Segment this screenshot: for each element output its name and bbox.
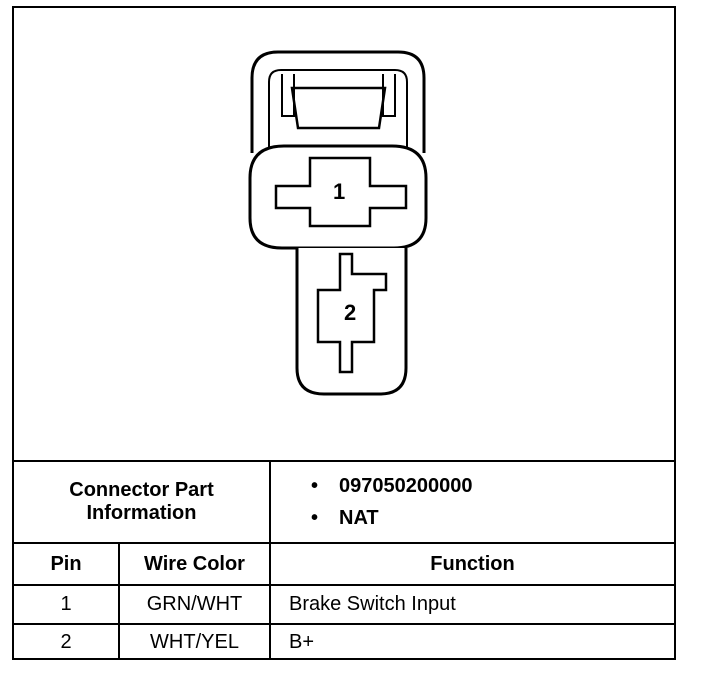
pin-1-cavity xyxy=(274,156,408,228)
row-2-function: B+ xyxy=(269,623,674,660)
connector-info-table: Connector Part Information • 097050200000… xyxy=(14,460,674,660)
connector-latch xyxy=(250,50,426,153)
header-wire-color: Wire Color xyxy=(118,542,271,586)
connector-diagram: 1 2 xyxy=(14,8,674,460)
table-row: 1 GRN/WHT Brake Switch Input xyxy=(14,584,674,625)
part-info-label-line2: Information xyxy=(86,502,197,524)
part-info-label-line1: Connector Part xyxy=(69,479,214,501)
part-number-item: • 097050200000 xyxy=(311,470,674,502)
row-1-wire-color: GRN/WHT xyxy=(118,584,271,625)
latch-tab xyxy=(281,74,396,117)
latch-lock xyxy=(290,86,387,130)
connector-color: NAT xyxy=(339,507,379,529)
bullet-icon: • xyxy=(311,475,319,497)
row-2-wire-color: WHT/YEL xyxy=(118,623,271,660)
row-2-pin: 2 xyxy=(14,623,120,660)
part-number: 097050200000 xyxy=(339,475,473,497)
row-1-pin: 1 xyxy=(14,584,120,625)
pin-2-cavity xyxy=(316,252,388,374)
part-info-row: Connector Part Information • 097050200000… xyxy=(14,460,674,544)
bullet-icon: • xyxy=(311,507,319,529)
latch-inner-frame xyxy=(268,69,408,148)
connector-drawing xyxy=(248,50,428,396)
table-row: 2 WHT/YEL B+ xyxy=(14,623,674,660)
pin-2-label: 2 xyxy=(344,300,357,325)
table-header-row: Pin Wire Color Function xyxy=(14,542,674,586)
header-pin: Pin xyxy=(14,542,120,586)
part-info-label: Connector Part Information xyxy=(14,460,271,544)
part-info-values: • 097050200000 • NAT xyxy=(269,460,674,544)
header-function: Function xyxy=(269,542,674,586)
row-1-function: Brake Switch Input xyxy=(269,584,674,625)
pin-1-label: 1 xyxy=(333,179,346,204)
part-color-item: • NAT xyxy=(311,502,674,534)
connector-sheet: 1 2 Connector Part Information • 09705020… xyxy=(12,6,676,660)
